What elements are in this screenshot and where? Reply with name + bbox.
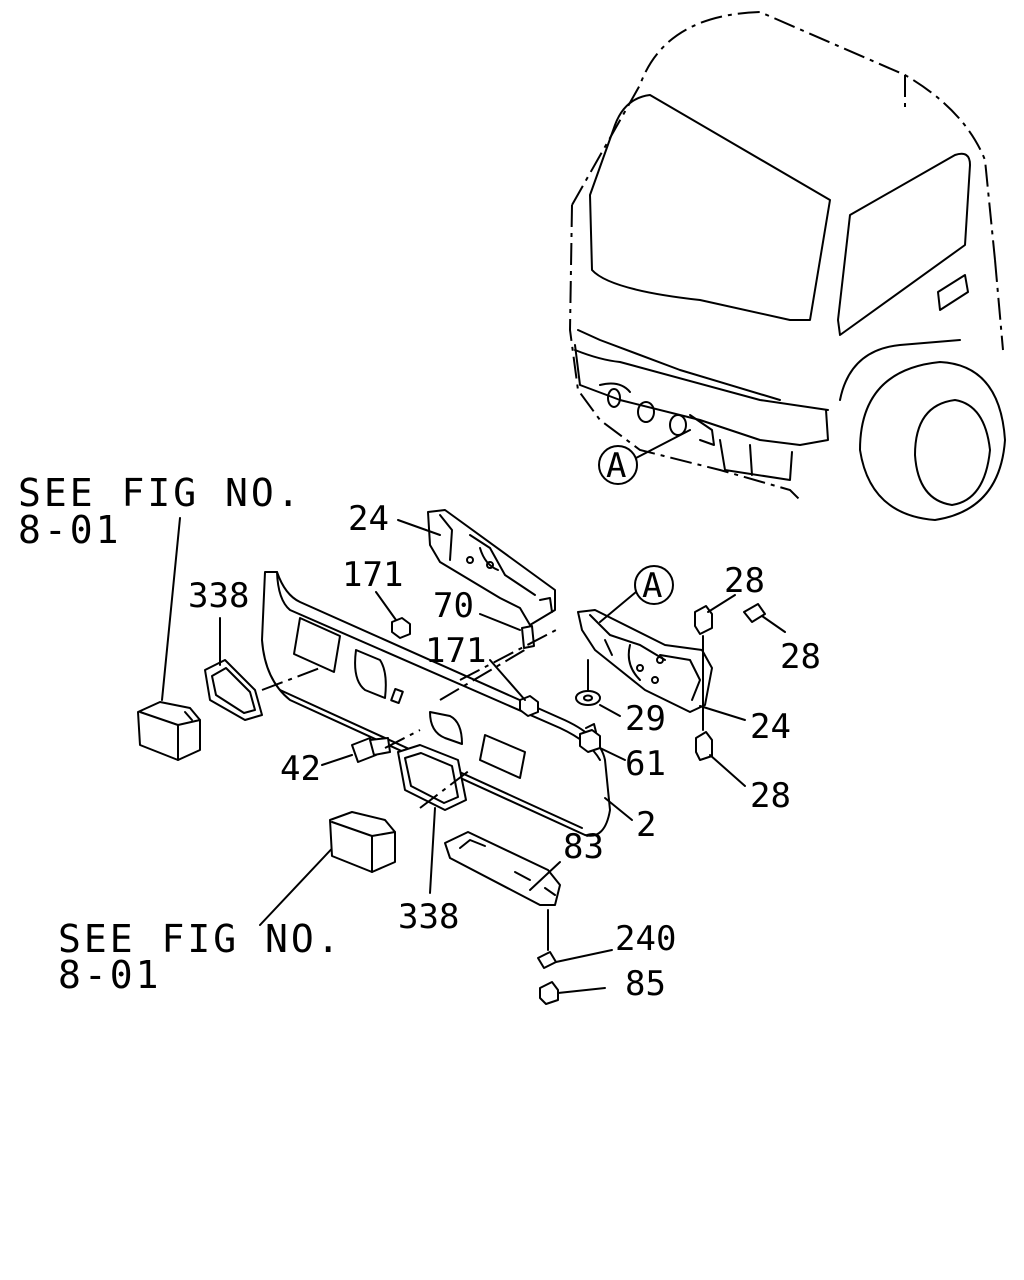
label-28-a: 28	[724, 561, 765, 601]
label-83: 83	[563, 827, 604, 867]
assembly-lines	[261, 627, 704, 951]
clip-240	[537, 951, 557, 969]
reference-bottom-line1: SEE FIG NO.	[58, 917, 343, 961]
lamp-left	[137, 701, 201, 761]
bolt-28-a	[694, 605, 713, 635]
reference-bottom-line2: 8-01	[58, 953, 162, 997]
label-28-c: 28	[750, 776, 791, 816]
callout-a-letter: A	[606, 446, 626, 486]
lamp-gasket-bottom	[397, 744, 467, 811]
label-171-b: 171	[425, 631, 486, 671]
label-2: 2	[636, 805, 656, 845]
nut-171-b	[519, 695, 539, 717]
label-24-right: 24	[750, 707, 791, 747]
label-24-top: 24	[348, 499, 389, 539]
label-70: 70	[433, 586, 474, 626]
callout-a-truck: A	[598, 429, 691, 486]
label-171-a: 171	[342, 555, 403, 595]
label-42: 42	[280, 749, 321, 789]
lamp-bottom	[329, 811, 396, 873]
washer-29	[575, 690, 601, 706]
lamp-gasket-top	[204, 659, 263, 721]
callout-a-bracket: A	[599, 565, 674, 623]
bolt-85	[539, 981, 559, 1005]
bracket-right	[577, 609, 713, 713]
label-29: 29	[625, 699, 666, 739]
reference-note-bottom: SEE FIG NO. 8-01	[58, 917, 343, 997]
callout-a-letter-2: A	[642, 566, 662, 606]
reference-top-line1: SEE FIG NO.	[18, 471, 303, 515]
bolt-61	[579, 723, 601, 753]
label-240: 240	[615, 919, 676, 959]
label-338-bottom: 338	[398, 897, 459, 937]
under-cover	[444, 831, 561, 906]
label-28-b: 28	[780, 637, 821, 677]
truck-cab-outline	[568, 10, 1006, 521]
front-bumper	[261, 571, 611, 837]
reference-top-line2: 8-01	[18, 508, 122, 552]
nut-171-a	[391, 617, 411, 639]
bolt-28-b	[743, 603, 766, 623]
label-338-top: 338	[188, 576, 249, 616]
bolt-42	[351, 737, 391, 763]
label-61: 61	[625, 744, 666, 784]
label-85: 85	[625, 964, 666, 1004]
bracket-top	[427, 509, 556, 626]
leader-lines	[219, 519, 786, 994]
reference-note-top: SEE FIG NO. 8-01	[18, 471, 303, 552]
part-labels: 24 171 338 70 171 28 28 29 24 61 42 28 2…	[188, 499, 821, 1004]
